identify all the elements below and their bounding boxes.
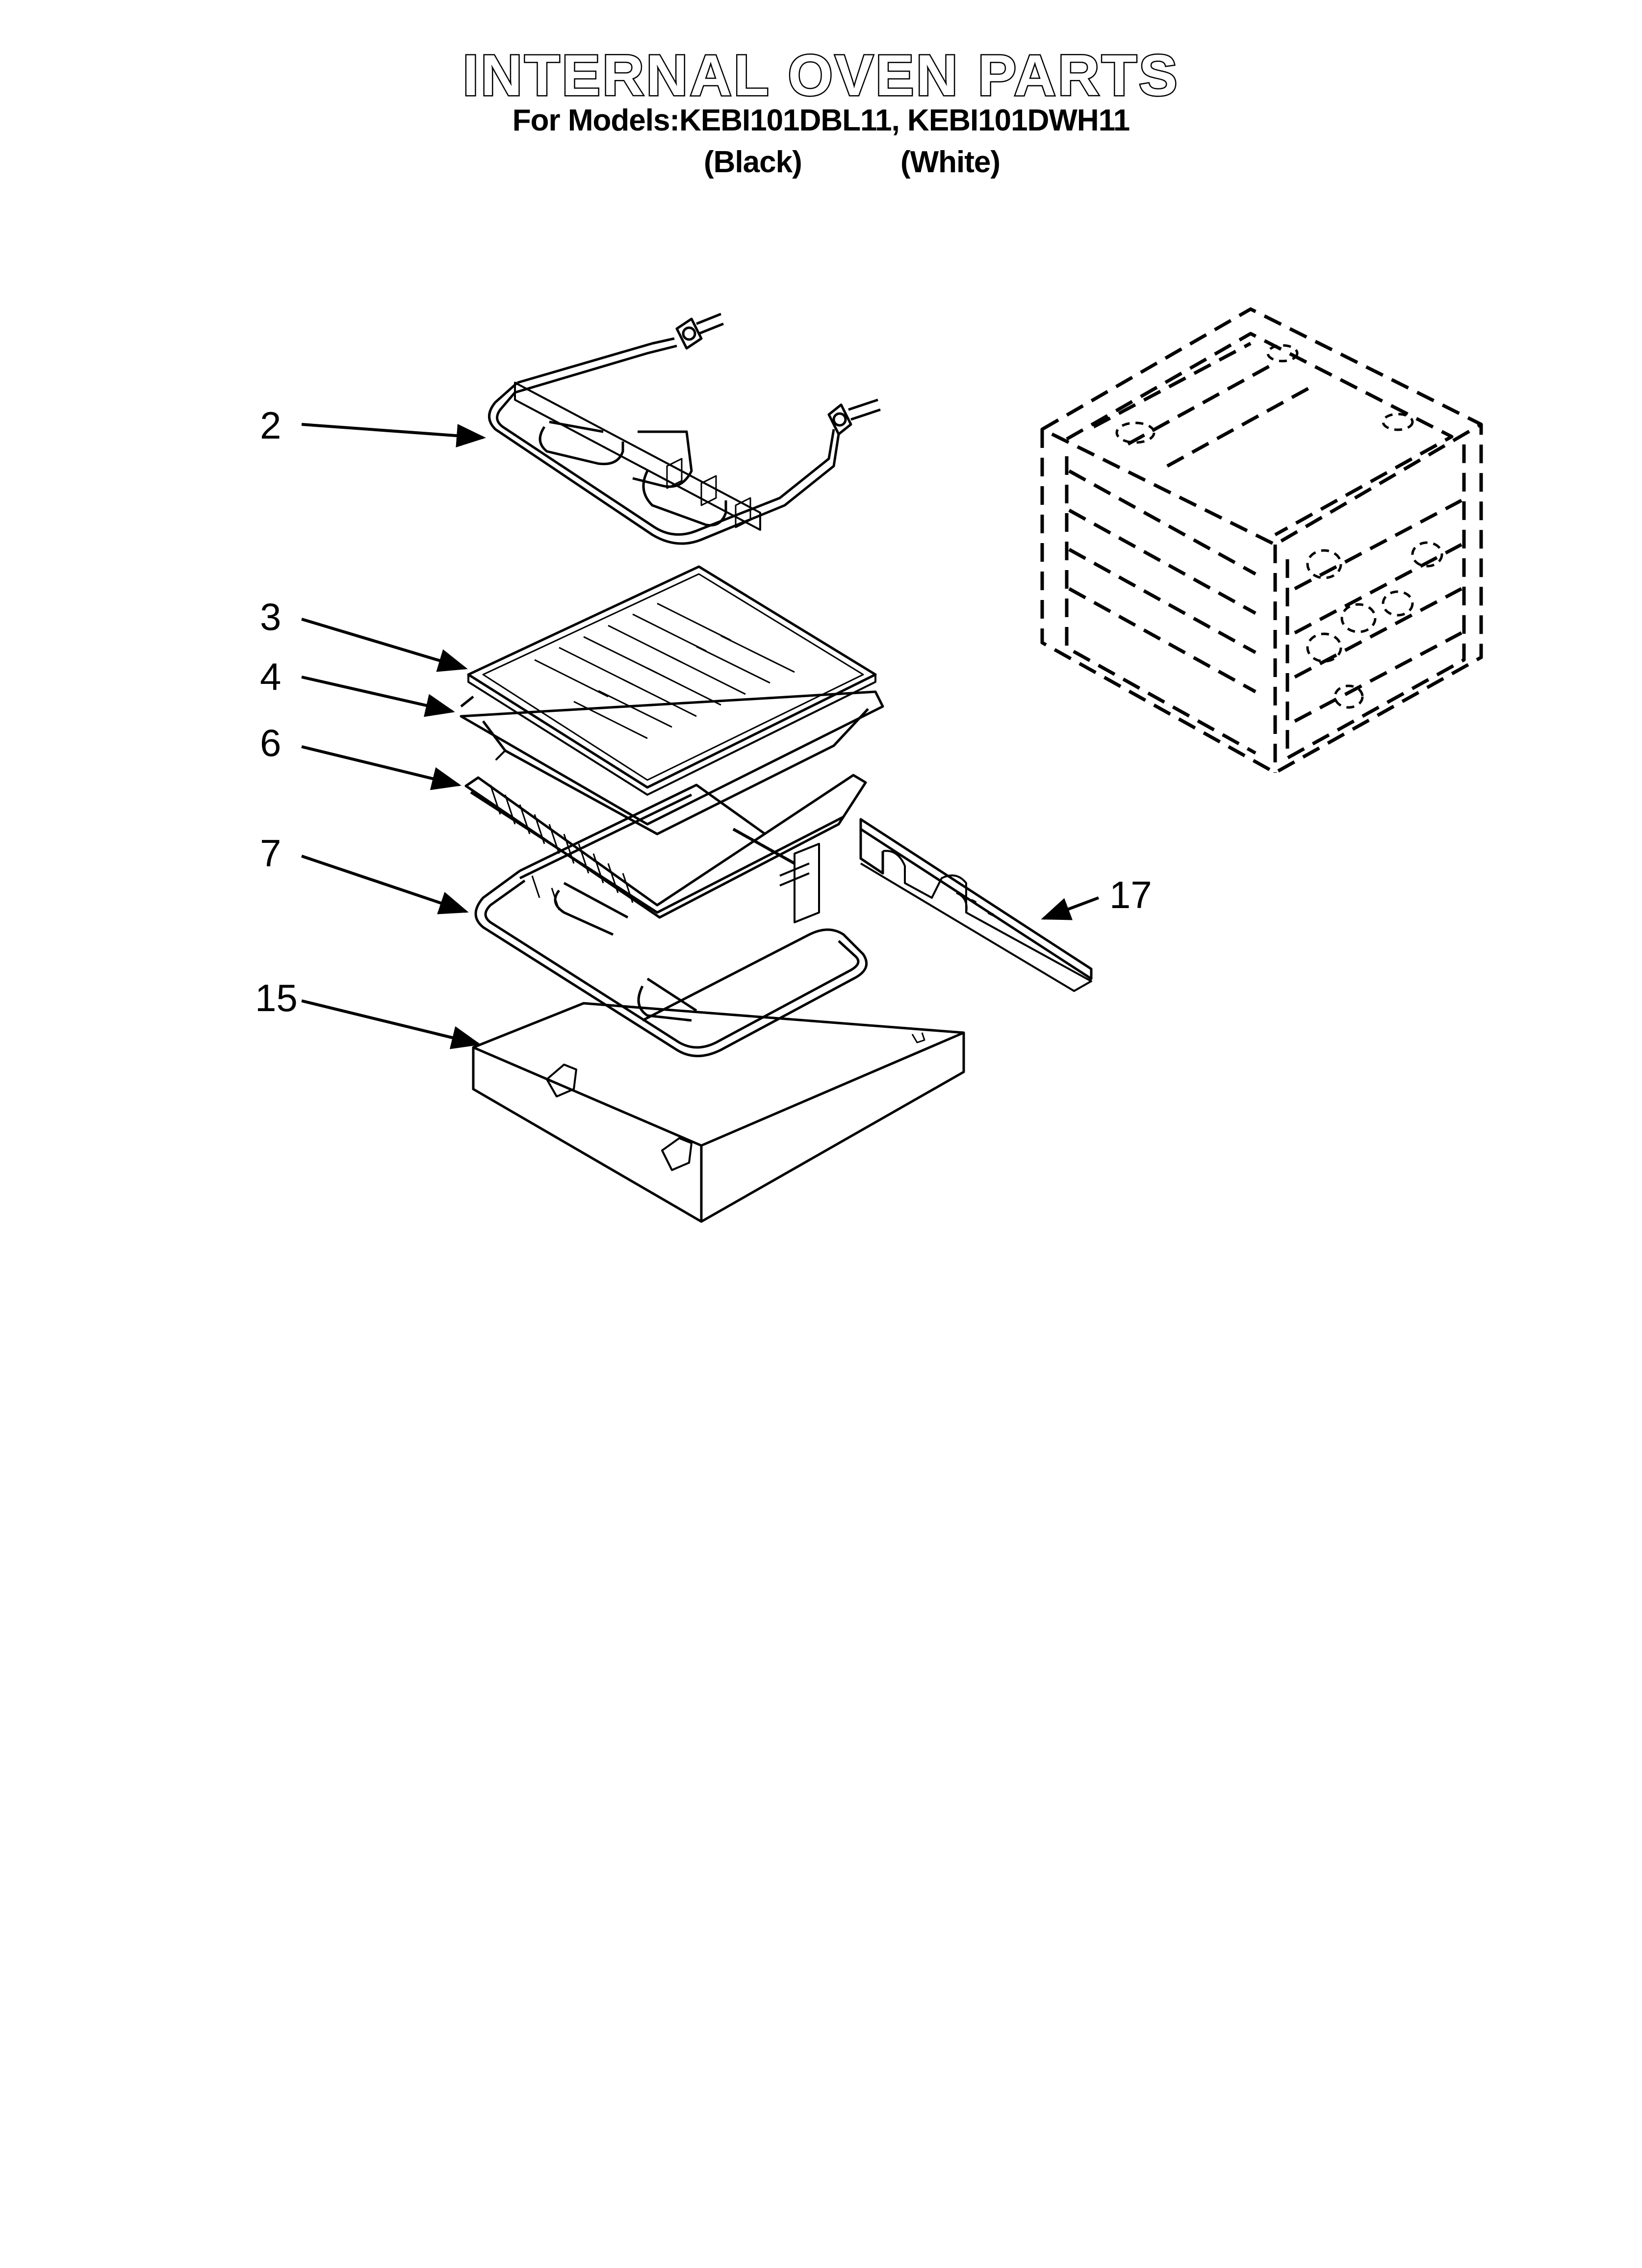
callout-17: 17 <box>1109 873 1152 916</box>
callout-6: 6 <box>260 721 282 764</box>
bake-element <box>474 783 868 1057</box>
callout-leaders <box>301 423 1100 1049</box>
leader-6 <box>301 745 462 790</box>
side-bracket <box>859 818 1093 992</box>
callout-2: 2 <box>260 404 282 447</box>
callout-7: 7 <box>260 832 282 875</box>
oven-cavity-outline <box>1040 307 1483 775</box>
broil-element <box>488 313 881 545</box>
leader-4 <box>301 676 455 717</box>
bottom-tray <box>472 1002 965 1223</box>
broiler-pan-insert <box>467 565 877 796</box>
oven-cavity-details <box>1115 344 1443 709</box>
page-title: INTERNAL OVEN PARTS <box>462 43 1180 108</box>
callout-3: 3 <box>260 595 282 638</box>
callout-15: 15 <box>255 976 298 1019</box>
variant-black-label: (Black) <box>704 145 802 179</box>
oven-rack-flat <box>464 774 867 919</box>
broiler-pan <box>460 690 884 835</box>
leader-3 <box>301 618 468 672</box>
callout-4: 4 <box>260 655 282 698</box>
leader-7 <box>301 855 469 914</box>
leader-15 <box>301 999 481 1049</box>
variant-white-label: (White) <box>900 145 1001 179</box>
model-numbers: For Models:KEBI101DBL11, KEBI101DWH11 <box>512 104 1130 137</box>
leader-17 <box>1041 896 1100 920</box>
leader-2 <box>301 423 486 448</box>
